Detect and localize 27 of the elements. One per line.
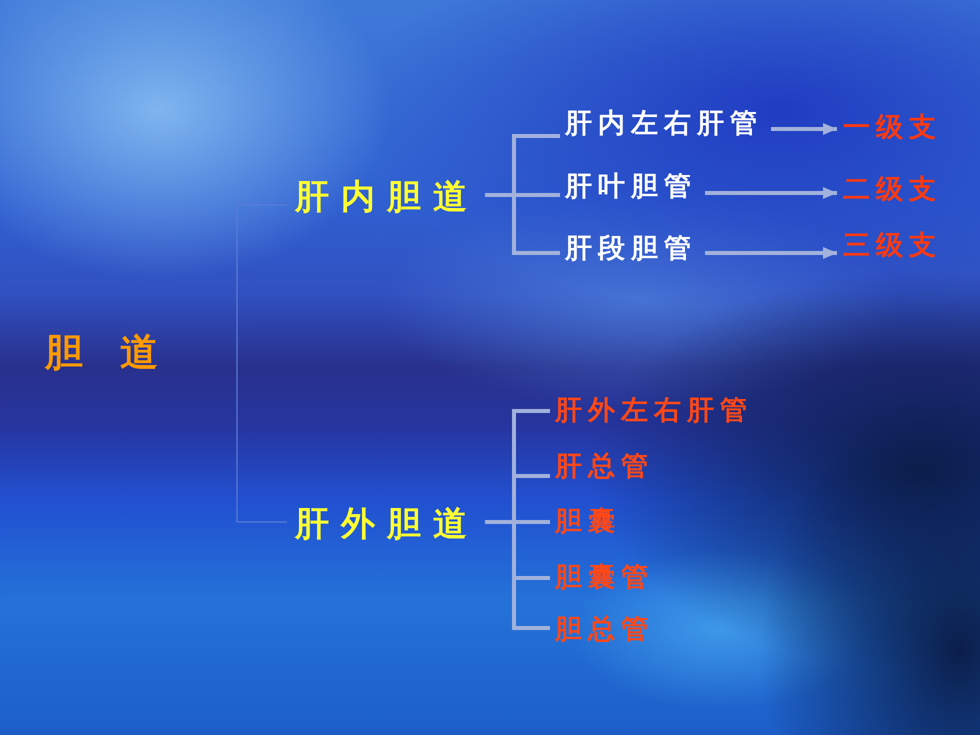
item-label: 肝总管 — [555, 453, 654, 480]
bracket-line — [483, 407, 516, 632]
level-label: 一级支 — [843, 114, 942, 141]
branch-label: 肝内胆道 — [295, 180, 479, 214]
branch-line — [516, 576, 550, 580]
branch-line — [516, 193, 560, 197]
branch-line — [516, 474, 550, 478]
item-label: 肝内左右肝管 — [565, 110, 763, 137]
branch-line — [516, 251, 560, 255]
item-label: 肝外左右肝管 — [555, 397, 753, 424]
item-label: 胆总管 — [555, 616, 654, 643]
branch-line — [516, 134, 560, 138]
item-label: 胆囊管 — [555, 564, 654, 591]
arrow — [705, 187, 837, 199]
branch-label: 肝外胆道 — [295, 507, 479, 541]
bracket-line — [483, 132, 516, 257]
arrow — [705, 247, 837, 259]
level-label: 三级支 — [843, 232, 942, 259]
root-label: 胆 道 — [45, 333, 158, 371]
item-label: 肝叶胆管 — [565, 173, 697, 200]
item-label: 肝段胆管 — [565, 235, 697, 262]
arrow — [771, 123, 837, 135]
branch-line — [516, 520, 550, 524]
item-label: 胆囊 — [555, 508, 621, 535]
branch-line — [516, 626, 550, 630]
level-label: 二级支 — [843, 176, 942, 203]
branch-line — [516, 409, 550, 413]
